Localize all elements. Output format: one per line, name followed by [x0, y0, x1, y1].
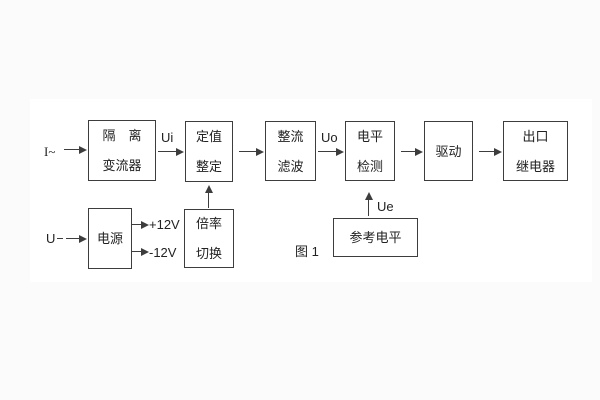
figure-caption: 图 1	[295, 244, 319, 259]
arrow-isolation-to-setting	[158, 147, 184, 156]
dash-input-voltage	[57, 238, 63, 240]
arrow-input-voltage-to-power	[66, 234, 87, 243]
arrow-rectifier-to-level-detect	[318, 147, 344, 156]
block-ratio-line1: 倍率	[195, 216, 222, 231]
block-level-detection: 电平 检测	[345, 121, 395, 181]
label-input-voltage: U	[46, 231, 56, 246]
label-ui: Ui	[161, 130, 174, 145]
block-level-detect-line2: 检测	[356, 158, 383, 174]
label-input-current: I~	[44, 144, 56, 159]
block-isolation-line2: 变流器	[102, 158, 142, 173]
block-power-line1: 电源	[96, 231, 123, 246]
block-reference-level: 参考电平	[333, 218, 418, 257]
block-rectifier-line2: 滤波	[277, 158, 304, 174]
arrow-setting-to-rectifier	[239, 147, 264, 156]
block-isolation-line1: 隔 离	[102, 128, 142, 143]
block-reference-line1: 参考电平	[349, 230, 402, 245]
arrow-level-detect-to-drive	[401, 147, 423, 156]
label-minus-12v: -12V	[149, 245, 177, 260]
block-output-relay: 出口 继电器	[503, 121, 568, 181]
block-output-relay-line1: 出口	[522, 128, 549, 144]
label-plus-12v: +12V	[149, 217, 180, 232]
block-rectifier-filter: 整流 滤波	[265, 121, 316, 181]
arrow-drive-to-output-relay	[479, 147, 502, 156]
block-ratio-line2: 切换	[195, 246, 222, 261]
arrow-power-to-plus-12v	[132, 220, 149, 229]
block-power-supply: 电源	[88, 208, 132, 269]
block-value-setting: 定值 整定	[185, 121, 233, 182]
label-ue: Ue	[377, 199, 394, 214]
block-isolation-transformer: 隔 离 变流器	[88, 120, 156, 181]
block-drive-line1: 驱动	[435, 143, 462, 159]
block-output-relay-line2: 继电器	[515, 158, 555, 174]
block-rectifier-line1: 整流	[277, 128, 304, 144]
block-drive: 驱动	[424, 121, 473, 181]
block-ratio-switch: 倍率 切换	[184, 209, 234, 268]
block-setting-line2: 整定	[195, 159, 222, 174]
block-level-detect-line1: 电平	[356, 128, 383, 144]
arrow-power-to-minus-12v	[132, 247, 149, 256]
arrow-input-current-to-isolation	[64, 145, 87, 154]
arrow-reference-level-to-level-detect	[364, 192, 373, 216]
block-setting-line1: 定值	[195, 129, 222, 144]
label-uo: Uo	[321, 130, 338, 145]
arrow-ratio-switch-to-setting	[204, 185, 213, 208]
